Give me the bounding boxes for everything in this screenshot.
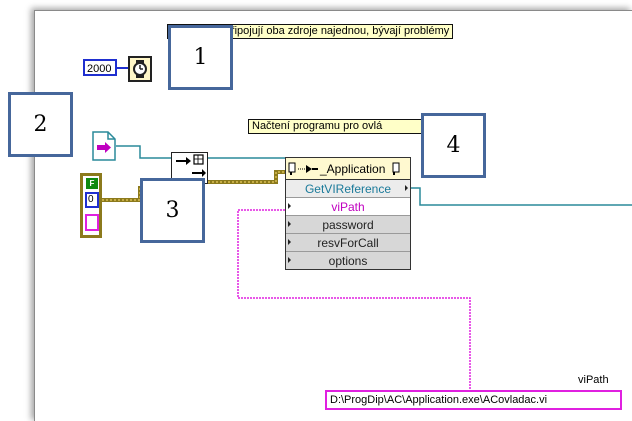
path-constant-icon[interactable] [92,131,116,161]
method-label: GetVIReference [304,181,392,196]
cluster-string[interactable] [85,214,99,231]
input-terminal-icon [288,257,291,263]
invoke-node[interactable]: _Application GetVIReference viPath passw… [285,157,411,270]
input-label: password [322,217,374,232]
cluster-constant[interactable]: F 0 [80,173,102,238]
callout-2: 2 [8,92,73,157]
callout-4: 4 [421,113,486,178]
output-terminal-icon [405,185,408,191]
input-row-resvforcall[interactable]: resvForCall [286,233,410,251]
comment-top: , pokud se připojují oba zdroje najednou… [167,24,454,39]
vi-reference-wire [411,187,632,206]
input-row-password[interactable]: password [286,215,410,233]
vipath-constant-label: viPath [578,374,609,386]
vipath-constant[interactable]: D:\ProgDip\AC\Application.exe\ACovladac.… [325,390,622,410]
invoke-node-header: _Application [286,158,410,180]
wait-ms-icon [133,60,147,78]
type-cast-icon [176,154,206,177]
invoke-node-class: _Application [320,161,386,176]
input-terminal-icon [288,239,291,245]
invoke-node-end-icon [392,162,400,175]
input-label: viPath [331,199,365,214]
comment-load-program-text: Načtení programu pro ovlá [252,120,383,132]
input-row-options[interactable]: options [286,251,410,269]
input-label: options [328,253,368,268]
path-wire [116,145,171,159]
vipath-wire [237,209,471,390]
boolean-constant[interactable]: F [86,178,98,189]
wait-constant[interactable]: 2000 [83,59,117,76]
cluster-numeric[interactable]: 0 [85,192,99,208]
method-row[interactable]: GetVIReference [286,180,410,197]
wait-ms-node[interactable] [128,56,152,82]
input-row-vipath[interactable]: viPath [286,197,410,215]
input-terminal-icon [288,203,291,209]
callout-3: 3 [140,178,205,243]
invoke-node-icon [288,162,318,175]
input-terminal-icon [288,221,291,227]
cluster-wire-2 [208,170,285,184]
input-label: resvForCall [317,235,379,250]
callout-1: 1 [168,25,233,90]
